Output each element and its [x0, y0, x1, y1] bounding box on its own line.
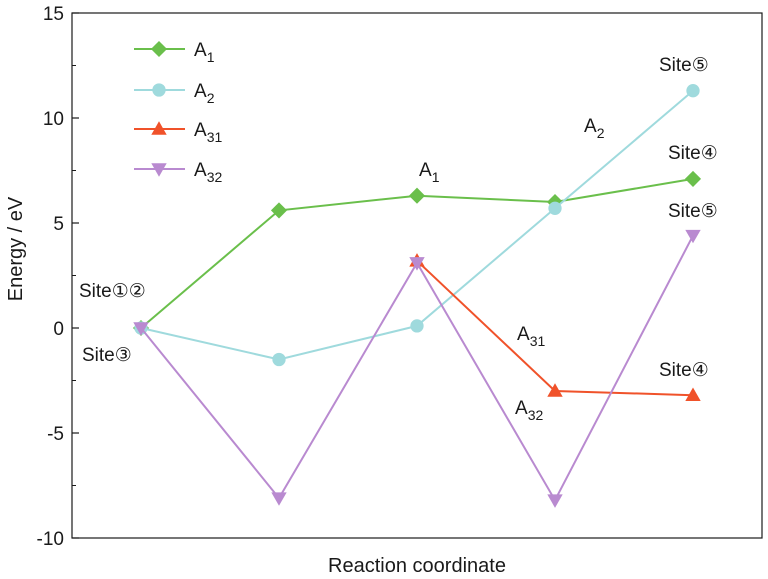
legend-marker: [151, 121, 167, 135]
annotations: Site①②Site③Site⑤Site④Site⑤Site④A1A2A31A3…: [79, 55, 718, 423]
y-axis-title: Energy / eV: [5, 196, 27, 301]
data-point: [133, 322, 149, 336]
legend-marker: [150, 40, 168, 58]
legend-label: A32: [194, 160, 222, 185]
series-line: [416, 260, 694, 397]
data-point: [547, 494, 563, 508]
data-point: [410, 319, 424, 333]
y-tick-label: -10: [37, 529, 64, 550]
data-point: [685, 387, 701, 401]
plot-frame: [71, 12, 763, 539]
site-annotation: Site③: [82, 345, 132, 366]
series-line: [140, 89, 694, 361]
series-annotation: A32: [515, 398, 543, 423]
y-axis: -10 -5 0 5 10 15: [37, 4, 79, 550]
data-point: [271, 492, 287, 506]
legend-item-A32: A32: [134, 160, 222, 185]
x-axis-title: Reaction coordinate: [328, 555, 506, 577]
legend-label: A1: [194, 40, 215, 65]
data-point: [548, 201, 562, 215]
data-point: [408, 187, 426, 204]
legend-label: A31: [194, 120, 222, 145]
series-line: [140, 235, 694, 503]
data-point: [409, 257, 425, 271]
legend-item-A1: A1: [134, 40, 215, 65]
series-A2: [134, 84, 700, 367]
data-point: [685, 229, 701, 244]
series-annotation: A1: [419, 160, 440, 185]
series-A31: [409, 253, 701, 401]
data-point: [547, 383, 563, 397]
legend-label: A2: [194, 81, 215, 106]
site-annotation: Site①②: [79, 281, 146, 302]
site-annotation: Site⑤: [668, 201, 718, 222]
data-point: [684, 170, 702, 187]
series-A32: [133, 229, 701, 508]
y-tick-label: 15: [43, 4, 64, 25]
y-tick-label: -5: [47, 424, 64, 445]
y-tick-label: 0: [53, 319, 64, 340]
legend-marker: [151, 163, 167, 177]
site-annotation: Site⑤: [659, 55, 709, 76]
legend-item-A2: A2: [134, 81, 215, 106]
data-point: [686, 84, 700, 98]
data-point: [272, 352, 286, 367]
series-annotation: A2: [584, 116, 605, 141]
legend-item-A31: A31: [134, 120, 222, 145]
series-layer: [132, 84, 702, 508]
site-annotation: Site④: [659, 360, 709, 381]
y-tick-label: 5: [53, 214, 64, 235]
site-annotation: Site④: [668, 143, 718, 164]
data-point: [270, 202, 288, 219]
series-annotation: A31: [517, 324, 545, 349]
legend-marker: [152, 83, 166, 97]
y-tick-label: 10: [43, 109, 64, 130]
